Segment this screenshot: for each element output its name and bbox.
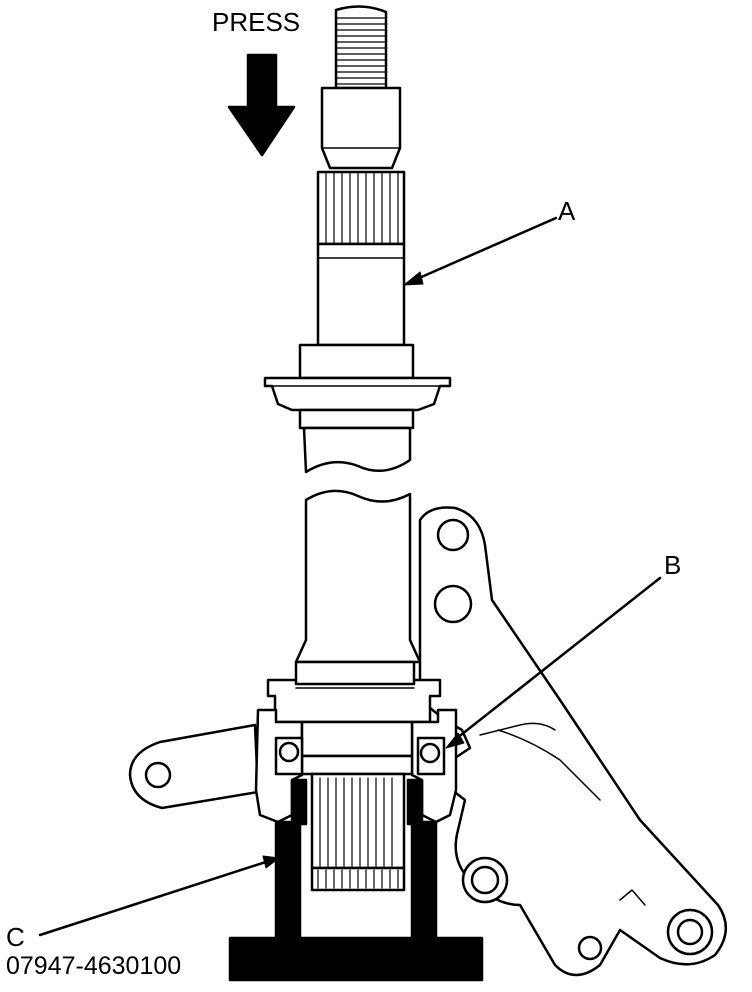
callout-b-label: B	[664, 550, 682, 580]
leader-line-a	[403, 216, 558, 286]
steering-knuckle	[128, 506, 727, 977]
driveshaft	[263, 5, 452, 474]
support-tool	[228, 778, 484, 982]
spline-stub	[310, 772, 406, 892]
tool-number-label: 07947-4630100	[6, 952, 182, 980]
leader-line-c	[38, 855, 280, 937]
press-arrow-icon	[227, 53, 296, 157]
callout-c-label: C	[6, 922, 25, 952]
press-label: PRESS	[212, 7, 301, 37]
leader-line-b	[445, 576, 662, 749]
callout-a-label: A	[558, 196, 576, 226]
bearing	[274, 736, 446, 776]
driveshaft-lower	[294, 489, 422, 664]
